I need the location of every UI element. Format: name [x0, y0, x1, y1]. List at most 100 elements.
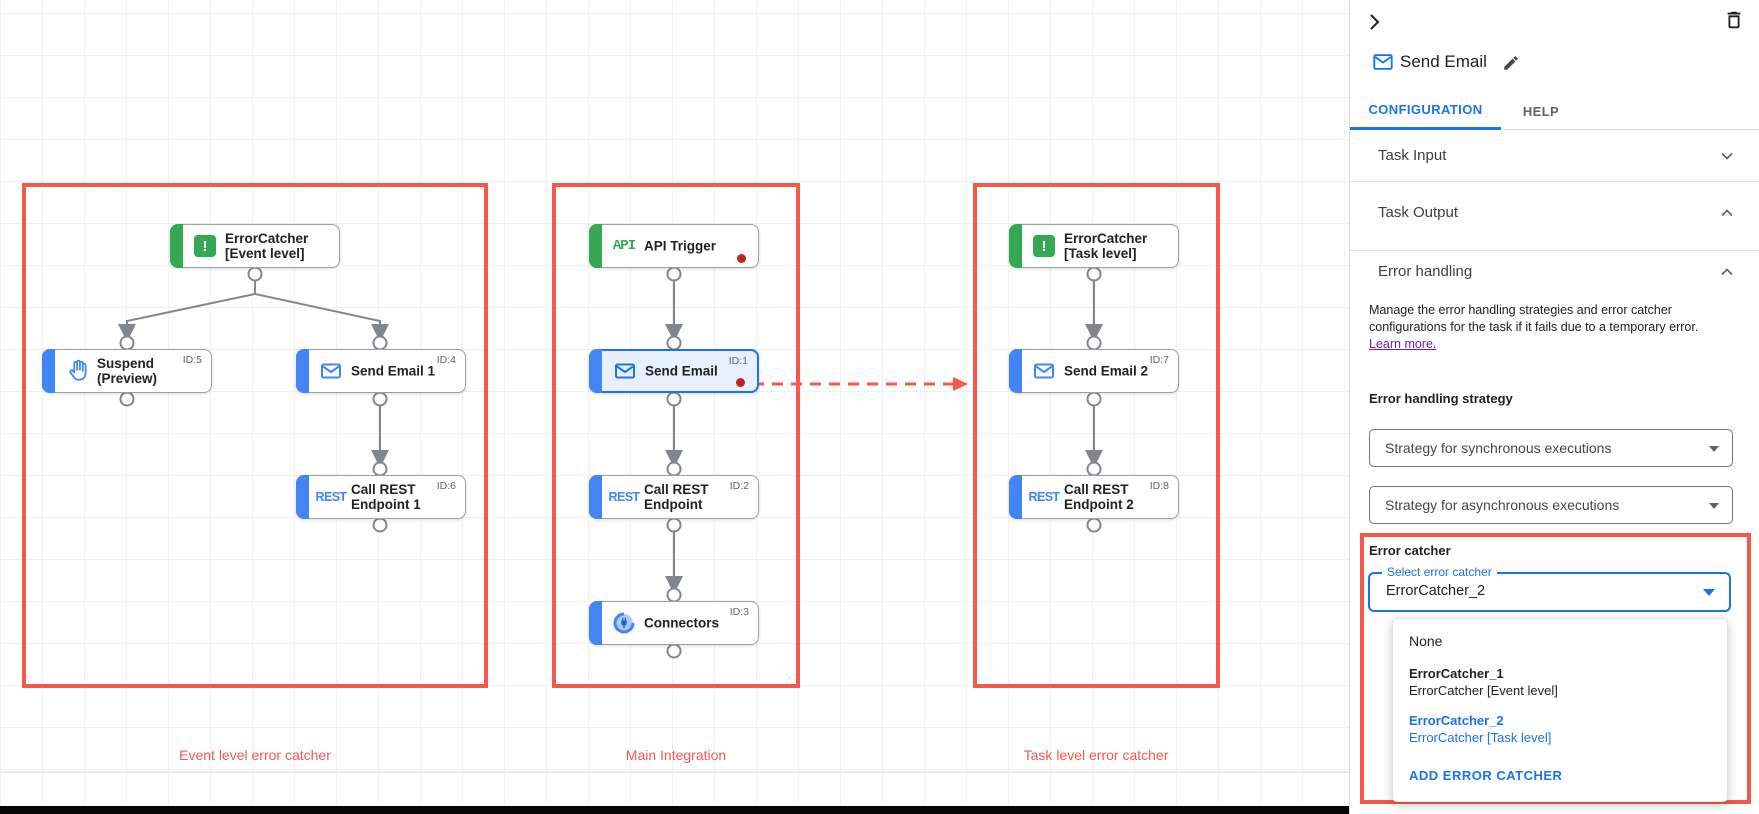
- node-errorcatcher-event-level[interactable]: ! ErrorCatcher [Event level]: [170, 224, 340, 268]
- accent-bar: [1009, 349, 1022, 393]
- error-catcher-dropdown-menu: None ErrorCatcher_1 ErrorCatcher [Event …: [1392, 618, 1728, 802]
- node-label: Call REST Endpoint 1: [351, 482, 421, 512]
- node-api-trigger[interactable]: API API Trigger: [589, 224, 759, 268]
- node-label: API Trigger: [644, 238, 717, 254]
- error-catcher-icon: !: [1031, 233, 1057, 259]
- canvas-boundary-line: [0, 771, 1349, 773]
- async-strategy-value: Strategy for asynchronous executions: [1385, 497, 1620, 513]
- error-catcher-annotation-box: [1360, 533, 1751, 804]
- menu-item-none[interactable]: None: [1409, 633, 1443, 649]
- node-id-badge: ID:3: [729, 606, 749, 618]
- node-label: Connectors: [644, 615, 720, 631]
- chevron-down-icon[interactable]: [1717, 146, 1737, 166]
- caption-task-level: Task level error catcher: [1023, 747, 1169, 763]
- section-task-output[interactable]: Task Output: [1378, 204, 1459, 221]
- error-catcher-icon: !: [192, 233, 218, 259]
- option-name: ErrorCatcher_1: [1409, 666, 1504, 681]
- panel-tabs: CONFIGURATION HELP: [1350, 92, 1759, 130]
- node-id-badge: ID:1: [728, 355, 748, 367]
- accent-bar: [170, 224, 183, 268]
- option-detail: ErrorCatcher [Event level]: [1409, 683, 1558, 698]
- menu-item-errorcatcher-1[interactable]: ErrorCatcher_1 ErrorCatcher [Event level…: [1409, 665, 1558, 699]
- connectors-icon: [611, 610, 637, 636]
- node-suspend[interactable]: Suspend (Preview) ID:5: [42, 349, 212, 393]
- node-id-badge: ID:4: [436, 354, 456, 366]
- node-id-badge: ID:5: [182, 354, 202, 366]
- node-id-badge: ID:2: [729, 480, 749, 492]
- mail-icon: [612, 358, 638, 384]
- error-handling-strategy-label: Error handling strategy: [1369, 391, 1513, 406]
- node-send-email-2[interactable]: Send Email 2 ID:7: [1009, 349, 1179, 393]
- description-text: Manage the error handling strategies and…: [1369, 303, 1699, 334]
- chevron-up-icon[interactable]: [1717, 203, 1737, 223]
- option-detail: ErrorCatcher [Task level]: [1409, 730, 1552, 745]
- mail-icon: [318, 358, 344, 384]
- node-label: Call REST Endpoint: [644, 482, 709, 512]
- chevron-up-icon[interactable]: [1717, 262, 1737, 282]
- accent-bar: [589, 349, 602, 393]
- node-label: ErrorCatcher [Event level]: [225, 231, 309, 261]
- sync-strategy-select[interactable]: Strategy for synchronous executions: [1369, 429, 1733, 467]
- accent-bar: [296, 475, 309, 519]
- select-error-catcher-combobox[interactable]: Select error catcher ErrorCatcher_2: [1368, 565, 1731, 612]
- menu-item-errorcatcher-2[interactable]: ErrorCatcher_2 ErrorCatcher [Task level]: [1409, 712, 1551, 746]
- option-name: ErrorCatcher_2: [1409, 713, 1504, 728]
- node-label: Send Email: [645, 363, 718, 379]
- caption-main-integration: Main Integration: [625, 747, 727, 763]
- error-handling-description: Manage the error handling strategies and…: [1369, 302, 1721, 353]
- event-level-error-catcher-annotation-box: [22, 183, 488, 688]
- sync-strategy-value: Strategy for synchronous executions: [1385, 440, 1612, 456]
- main-integration-annotation-box: [552, 183, 800, 688]
- flow-edges: [118, 266, 1103, 659]
- mail-icon: [1372, 51, 1394, 73]
- add-error-catcher-button[interactable]: ADD ERROR CATCHER: [1409, 768, 1563, 783]
- screenshot-bottom-border: [0, 806, 1759, 814]
- divider: [1350, 181, 1759, 182]
- section-task-input[interactable]: Task Input: [1378, 147, 1447, 164]
- node-id-badge: ID:6: [436, 480, 456, 492]
- task-level-error-catcher-annotation-box: [973, 183, 1220, 688]
- node-errorcatcher-task-level[interactable]: ! ErrorCatcher [Task level]: [1009, 224, 1179, 268]
- dropdown-caret-icon: [1703, 589, 1715, 596]
- tab-help[interactable]: HELP: [1522, 103, 1560, 119]
- node-send-email-selected[interactable]: Send Email ID:1: [589, 349, 759, 393]
- select-error-catcher-value: ErrorCatcher_2: [1386, 583, 1486, 599]
- node-label: ErrorCatcher [Task level]: [1064, 231, 1148, 261]
- dropdown-caret-icon: [1709, 446, 1719, 452]
- collapse-panel-icon[interactable]: [1362, 10, 1386, 34]
- accent-bar: [589, 224, 602, 268]
- section-error-handling[interactable]: Error handling: [1378, 263, 1473, 280]
- select-error-catcher-floating-label: Select error catcher: [1382, 565, 1497, 579]
- panel-title: Send Email: [1400, 52, 1487, 71]
- error-catcher-label: Error catcher: [1369, 543, 1451, 558]
- node-connectors[interactable]: Connectors ID:3: [589, 601, 759, 645]
- breakpoint-dot: [737, 254, 746, 263]
- accent-bar: [296, 349, 309, 393]
- rest-icon: REST: [1028, 490, 1061, 504]
- async-strategy-select[interactable]: Strategy for asynchronous executions: [1369, 486, 1733, 524]
- node-call-rest-endpoint-2[interactable]: REST Call REST Endpoint 2 ID:8: [1009, 475, 1179, 519]
- node-send-email-1[interactable]: Send Email 1 ID:4: [296, 349, 466, 393]
- hand-icon: [64, 358, 90, 384]
- accent-bar: [589, 601, 602, 645]
- edit-name-icon[interactable]: [1502, 54, 1520, 72]
- tab-configuration[interactable]: CONFIGURATION: [1350, 92, 1501, 130]
- accent-bar: [1009, 224, 1022, 268]
- rest-icon: REST: [315, 490, 348, 504]
- node-call-rest-endpoint-1[interactable]: REST Call REST Endpoint 1 ID:6: [296, 475, 466, 519]
- delete-task-icon[interactable]: [1723, 9, 1745, 31]
- accent-bar: [589, 475, 602, 519]
- learn-more-link[interactable]: Learn more.: [1369, 337, 1437, 351]
- accent-bar: [42, 349, 55, 393]
- api-icon: API: [612, 238, 636, 254]
- breakpoint-dot: [736, 378, 745, 387]
- mail-icon: [1031, 358, 1057, 384]
- caption-event-level: Event level error catcher: [179, 747, 331, 763]
- divider: [1350, 250, 1759, 251]
- node-label: Send Email 2: [1064, 363, 1149, 379]
- integration-canvas[interactable]: Event level error catcher Main Integrati…: [0, 0, 1349, 814]
- rest-icon: REST: [608, 490, 641, 504]
- accent-bar: [1009, 475, 1022, 519]
- node-label: Send Email 1: [351, 363, 436, 379]
- node-call-rest-endpoint[interactable]: REST Call REST Endpoint ID:2: [589, 475, 759, 519]
